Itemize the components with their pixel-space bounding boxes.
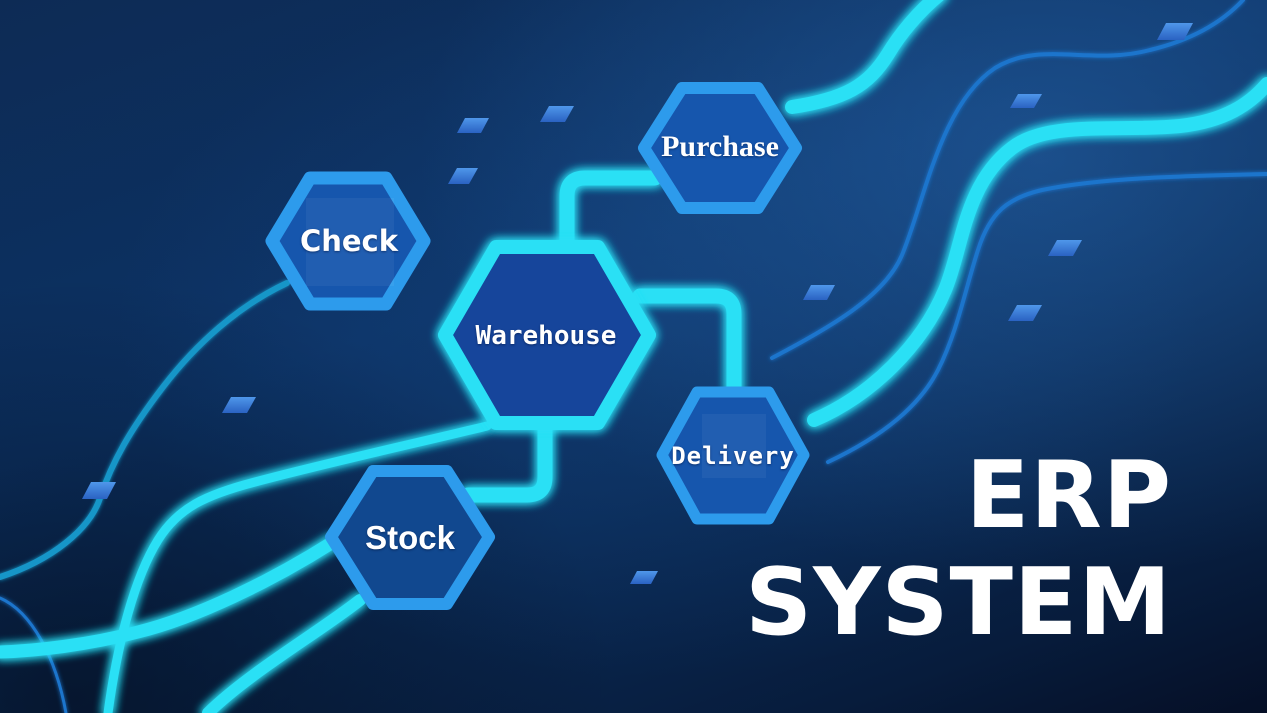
node-connectors — [460, 170, 742, 503]
erp-title-line2: SYSTEM — [745, 548, 1172, 656]
node-label-delivery: Delivery — [671, 442, 795, 470]
check-inner-square — [306, 198, 394, 286]
circuit-chip — [448, 168, 478, 184]
erp-title-line1: ERP — [965, 441, 1172, 549]
circuit-chip — [457, 118, 489, 133]
circuit-chip — [630, 571, 658, 584]
edge-warehouse-delivery — [632, 288, 742, 398]
circuit-chip — [222, 397, 256, 413]
circuit-chip — [82, 482, 116, 499]
node-purchase-hexagon — [638, 82, 802, 214]
node-check-hexagon — [265, 171, 431, 311]
hexagon-nodes — [265, 82, 810, 610]
node-warehouse-hexagon — [438, 240, 656, 430]
node-label-warehouse: Warehouse — [475, 321, 617, 351]
circuit-chip — [1157, 23, 1193, 40]
delivery-inner-square — [702, 414, 766, 478]
node-label-purchase: Purchase — [661, 130, 779, 163]
edge-warehouse-stock — [460, 414, 553, 503]
circuit-chip — [540, 106, 574, 122]
node-stock-hexagon — [325, 465, 495, 610]
circuit-chip — [1008, 305, 1042, 321]
circuit-chip — [1010, 94, 1042, 108]
erp-system-title: ERP SYSTEM — [745, 442, 1172, 656]
node-label-stock: Stock — [365, 519, 455, 556]
circuit-chips — [82, 23, 1193, 584]
edge-warehouse-purchase — [559, 170, 663, 264]
node-delivery-hexagon — [656, 386, 810, 525]
circuit-chip — [1048, 240, 1082, 256]
circuit-chip — [803, 285, 835, 300]
node-label-check: Check — [299, 224, 399, 258]
